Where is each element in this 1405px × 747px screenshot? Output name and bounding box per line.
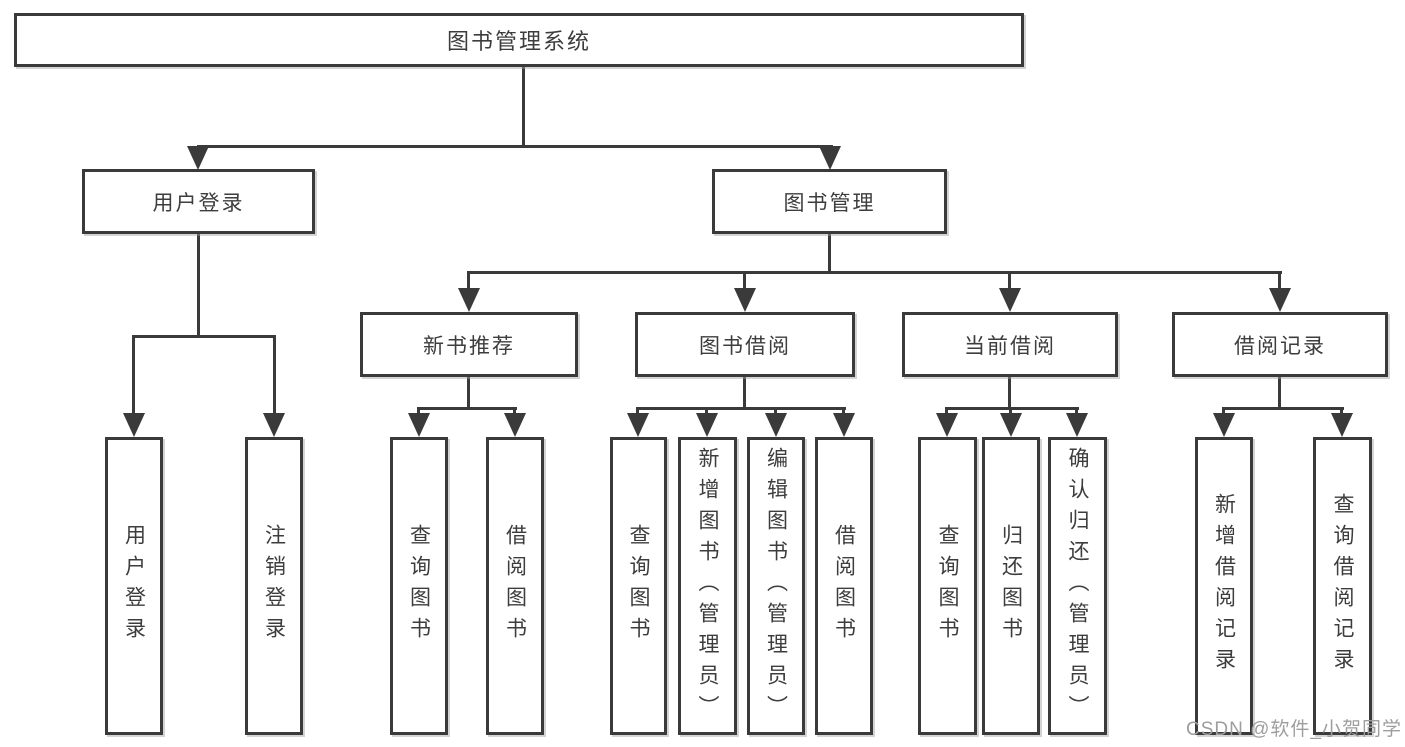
connector-line	[636, 407, 846, 410]
connector-line	[1008, 377, 1011, 408]
arrowhead-down-icon	[833, 413, 855, 437]
node-label: 当前借阅	[964, 334, 1056, 358]
connector-line	[467, 271, 1282, 274]
root-node: 图书管理系统	[14, 13, 1024, 67]
root-node-label: 图书管理系统	[446, 29, 591, 54]
node-current-borrow: 当前借阅	[902, 312, 1118, 377]
node-user-login: 用户登录	[82, 169, 315, 234]
arrowhead-down-icon	[504, 413, 526, 437]
connector-line	[1340, 407, 1343, 417]
node-new-book-recommend: 新书推荐	[360, 312, 578, 377]
node-query-books-1: 查询图书	[390, 437, 448, 735]
arrowhead-down-icon	[765, 413, 787, 437]
node-label: 借阅图书	[503, 524, 527, 648]
connector-line	[197, 145, 833, 148]
node-add-borrow-record: 新增借阅记录	[1195, 437, 1253, 735]
arrowhead-down-icon	[408, 413, 430, 437]
node-edit-book-admin: 编辑图书（管理员）	[747, 437, 805, 735]
node-label: 新增图书（管理员）	[696, 446, 719, 726]
arrowhead-down-icon	[123, 413, 145, 437]
arrowhead-down-icon	[1213, 413, 1235, 437]
node-book-borrow: 图书借阅	[635, 312, 855, 377]
arrowhead-down-icon	[819, 146, 841, 170]
connector-line	[467, 271, 470, 291]
node-book-management: 图书管理	[712, 169, 947, 234]
connector-line	[1278, 377, 1281, 408]
connector-line	[522, 67, 525, 145]
arrowhead-down-icon	[187, 146, 209, 170]
node-label: 查询图书	[627, 524, 650, 648]
arrowhead-down-icon	[734, 288, 756, 312]
node-label: 新书推荐	[423, 334, 515, 358]
node-label: 编辑图书（管理员）	[764, 446, 788, 726]
connector-line	[132, 335, 135, 415]
arrowhead-down-icon	[936, 413, 958, 437]
node-query-books-3: 查询图书	[918, 437, 977, 735]
node-label: 归还图书	[999, 524, 1023, 648]
node-label: 查询图书	[407, 524, 431, 648]
node-label: 用户登录	[122, 524, 146, 648]
node-borrow-books-1: 借阅图书	[486, 437, 544, 735]
arrowhead-down-icon	[458, 288, 480, 312]
arrowhead-down-icon	[627, 413, 649, 437]
node-label: 用户登录	[152, 191, 245, 215]
node-add-book-admin: 新增图书（管理员）	[678, 437, 737, 735]
connector-line	[197, 234, 200, 335]
connector-line	[945, 407, 1079, 410]
node-return-books: 归还图书	[982, 437, 1040, 735]
node-borrow-books-2: 借阅图书	[815, 437, 873, 735]
node-query-borrow-record: 查询借阅记录	[1313, 437, 1372, 735]
node-query-books-2: 查询图书	[610, 437, 667, 735]
node-label: 确认归还（管理员）	[1066, 446, 1089, 726]
connector-line	[705, 407, 708, 417]
connector-line	[1008, 271, 1011, 291]
arrowhead-down-icon	[1000, 413, 1022, 437]
connector-line	[1278, 271, 1281, 291]
connector-line	[417, 407, 517, 410]
arrowhead-down-icon	[1331, 413, 1353, 437]
node-label: 注销登录	[262, 524, 286, 648]
node-label: 借阅图书	[832, 524, 856, 648]
csdn-watermark: CSDN @软件_小贺同学	[1186, 719, 1402, 740]
connector-line	[743, 377, 746, 408]
arrowhead-down-icon	[1269, 288, 1291, 312]
node-label: 借阅记录	[1234, 334, 1326, 358]
connector-line	[774, 407, 777, 417]
connector-line	[842, 407, 845, 417]
connector-line	[945, 407, 948, 417]
connector-line	[1222, 407, 1225, 417]
node-user-login-leaf: 用户登录	[105, 437, 163, 735]
connector-line	[743, 271, 746, 291]
connector-line	[417, 407, 420, 417]
arrowhead-down-icon	[1066, 413, 1088, 437]
connector-line	[467, 377, 470, 408]
node-logout: 注销登录	[245, 437, 303, 735]
connector-line	[1009, 407, 1012, 417]
node-label: 查询图书	[936, 524, 959, 648]
node-borrow-records: 借阅记录	[1172, 312, 1388, 377]
connector-line	[1222, 407, 1344, 410]
arrowhead-down-icon	[263, 413, 285, 437]
connector-line	[513, 407, 516, 417]
connector-line	[1075, 407, 1078, 417]
node-label: 新增借阅记录	[1212, 493, 1236, 679]
node-confirm-return-admin: 确认归还（管理员）	[1048, 437, 1107, 735]
arrowhead-down-icon	[999, 288, 1021, 312]
node-label: 查询借阅记录	[1331, 493, 1354, 679]
connector-line	[132, 335, 276, 338]
node-label: 图书借阅	[699, 334, 791, 358]
arrowhead-down-icon	[696, 413, 718, 437]
connector-line	[636, 407, 639, 417]
connector-line	[828, 234, 831, 273]
node-label: 图书管理	[783, 191, 876, 215]
connector-line	[273, 335, 276, 415]
